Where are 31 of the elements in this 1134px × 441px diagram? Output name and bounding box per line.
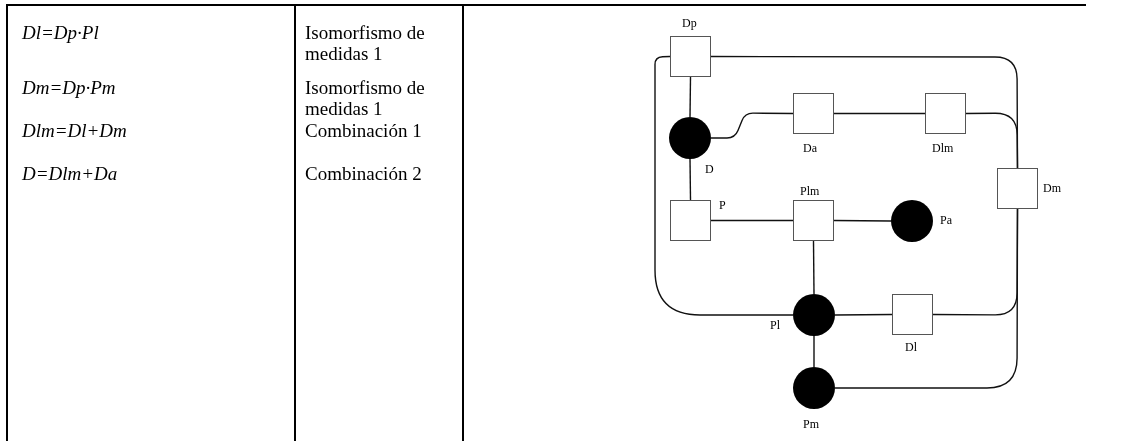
connector-line <box>813 335 815 368</box>
node-label: Dlm <box>932 141 954 155</box>
node-label: D <box>705 162 714 176</box>
node-label: Pm <box>803 417 819 431</box>
formula-text: Dl=Dp·Pl <box>22 22 100 43</box>
formula-text: D=Dlm+Da <box>22 163 119 184</box>
formula-text: Dlm=Dl+Dm <box>22 120 128 141</box>
node-label: Da <box>803 141 817 155</box>
node-label: P <box>719 198 726 212</box>
formula-text: Dm=Dp·Pm <box>22 77 117 98</box>
connector-line <box>710 55 1019 169</box>
connector-line <box>834 313 893 316</box>
node-label: Pl <box>770 318 780 332</box>
node-label: Dp <box>682 16 697 30</box>
connector-line <box>710 112 794 139</box>
relation-text: Combinación 2 <box>305 163 423 184</box>
relation-text: Combinación 1 <box>305 120 423 141</box>
node-label: Dm <box>1043 181 1061 195</box>
connector-line <box>689 76 692 118</box>
node-label: Plm <box>800 184 820 198</box>
connector-line <box>710 219 794 222</box>
node-label: Pa <box>940 213 952 227</box>
node-label: Dl <box>905 340 917 354</box>
connector-line <box>833 219 892 222</box>
relation-text: Isomorfismo de medidas 1 <box>305 77 426 119</box>
connector-line <box>654 55 794 316</box>
connector-line <box>812 240 815 295</box>
connector-line <box>689 158 692 201</box>
relation-text: Isomorfismo de medidas 1 <box>305 22 426 64</box>
connector-line <box>833 112 926 115</box>
connector-line <box>834 208 1019 389</box>
